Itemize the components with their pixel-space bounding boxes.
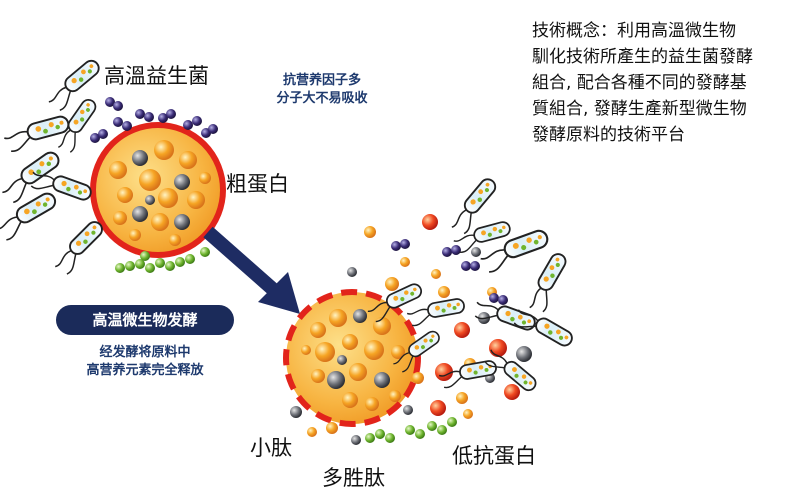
- concept-line: 發酵原料的技術平台: [532, 125, 685, 145]
- concept-line: 馴化技術所產生的益生菌發酵: [532, 47, 753, 67]
- crude-protein-label: 粗蛋白: [226, 172, 289, 196]
- bacterium-icon: [523, 250, 574, 316]
- green-beads-bottom: [115, 247, 210, 273]
- small-peptide-label: 小肽: [250, 436, 292, 460]
- process-description: 经发酵将原料中 高营养元素完全释放: [70, 344, 220, 380]
- concept-line: 組合, 配合各種不同的發酵基: [532, 73, 747, 93]
- polypeptide-label: 多胜肽: [322, 466, 385, 490]
- low-antigen-protein-label: 低抗蛋白: [452, 444, 536, 468]
- bacterium-icon: [405, 297, 467, 328]
- antinutrient-note-line: 分子大不易吸收: [276, 91, 368, 106]
- probiotic-label: 高溫益生菌: [104, 64, 209, 88]
- process-title-badge: 高温微生物发酵: [56, 305, 234, 335]
- antinutrient-note-line: 抗营养因子多: [282, 73, 361, 88]
- bacterium-icon: [0, 148, 66, 206]
- bacteria-group-left: [0, 56, 110, 278]
- purple-beads-top: [90, 97, 218, 143]
- bacterium-icon: [44, 56, 107, 114]
- fermented-inner-particles: [301, 309, 405, 411]
- concept-line: 質組合, 發酵生產新型微生物: [532, 99, 747, 119]
- raw-material-sphere: [90, 122, 226, 258]
- green-beads-right: [365, 417, 457, 443]
- bacterium-icon: [1, 113, 73, 154]
- antinutrient-note: 抗营养因子多 分子大不易吸收: [262, 72, 382, 108]
- technology-concept-text: 技術概念：利用高溫微生物 馴化技術所產生的益生菌發酵 組合, 配合各種不同的發酵…: [532, 18, 797, 148]
- raw-material-inner-particles: [109, 140, 211, 246]
- bacterium-icon: [0, 189, 62, 244]
- process-arrow: [203, 226, 300, 314]
- process-description-line: 经发酵将原料中: [99, 345, 191, 360]
- fermented-sphere: [283, 289, 421, 427]
- bacterium-icon: [50, 217, 110, 278]
- purple-beads-right: [391, 239, 508, 305]
- bacterium-icon: [451, 219, 514, 255]
- process-description-line: 高营养元素完全释放: [86, 363, 204, 378]
- concept-line: 技術概念：利用高溫微生物: [532, 21, 736, 41]
- released-particles: [290, 214, 532, 445]
